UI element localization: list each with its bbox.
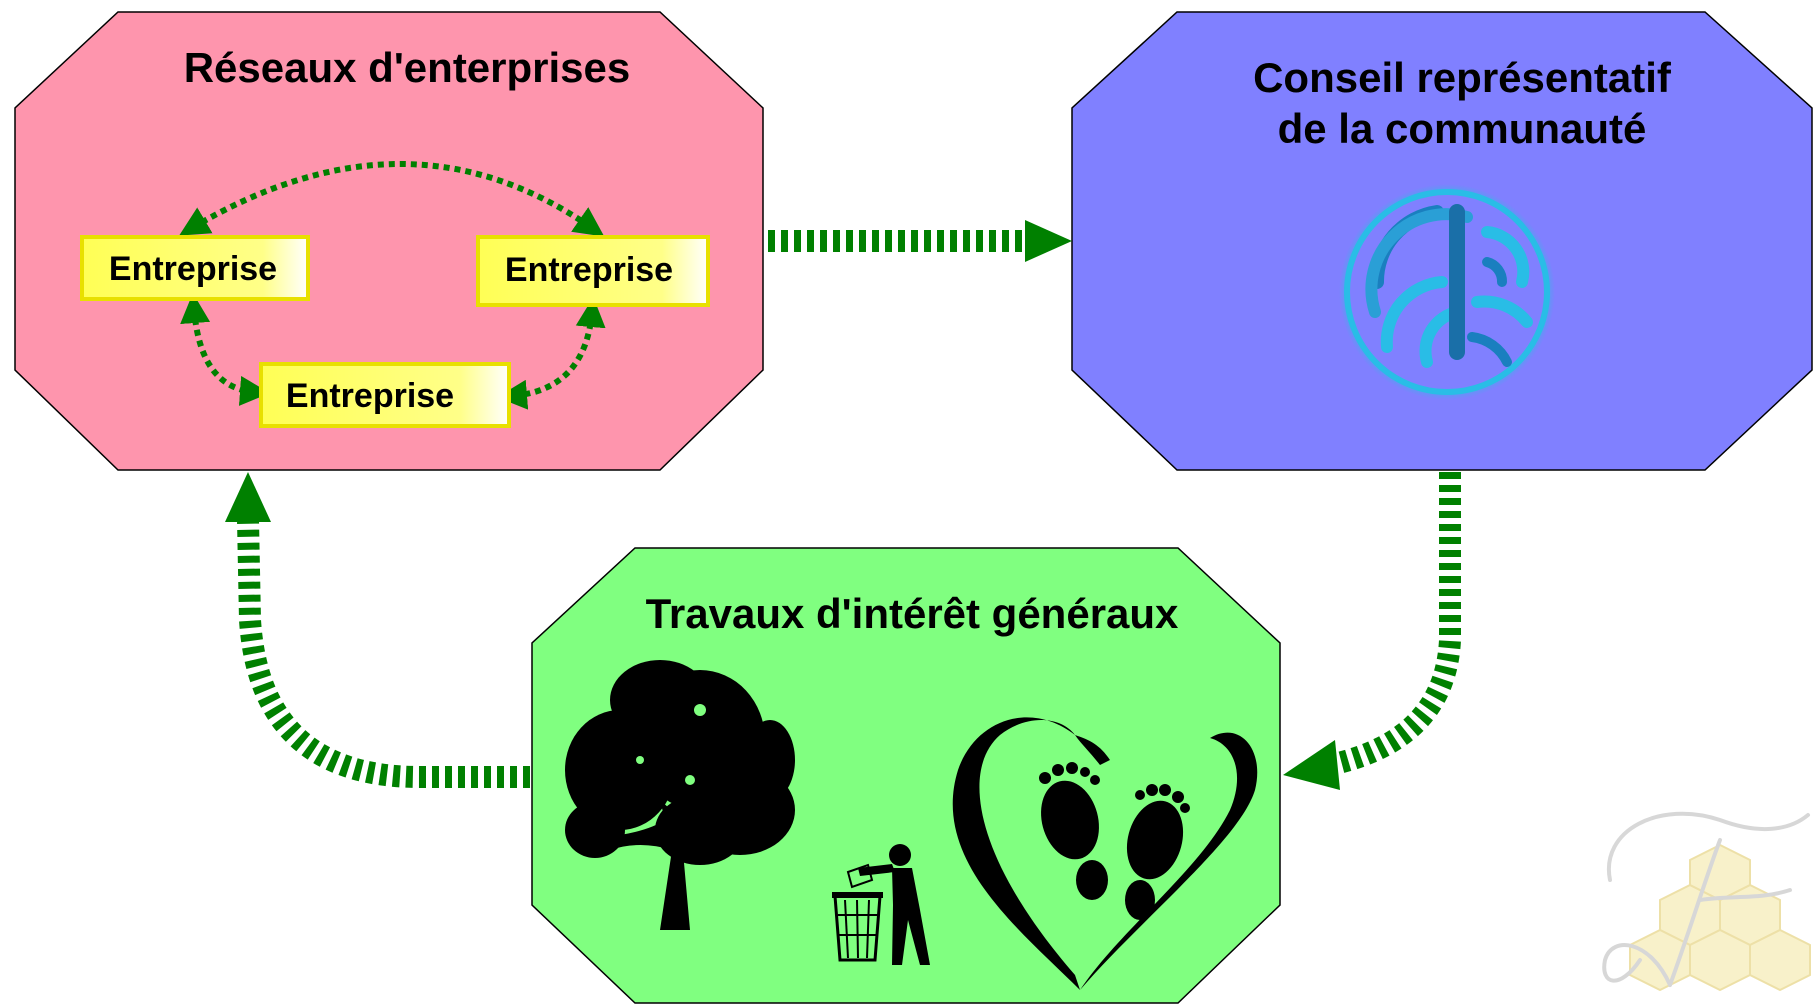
trash-bin-icon xyxy=(832,844,930,965)
enterprise-label: Entreprise xyxy=(109,250,277,288)
node-business-networks: Réseaux d'enterprises Entreprise Entrepr… xyxy=(14,11,764,471)
arrow-networks-to-council xyxy=(768,220,1072,262)
heart-footprints-icon xyxy=(952,717,1258,990)
arrow-works-to-networks xyxy=(225,472,530,788)
arrow-council-to-works xyxy=(1283,472,1461,790)
enterprise-label: Entreprise xyxy=(505,251,673,289)
emblem-icon xyxy=(1332,177,1562,407)
enterprise-box-right: Entreprise xyxy=(476,235,710,307)
connector-right xyxy=(497,297,606,410)
enterprise-box-left: Entreprise xyxy=(80,235,310,301)
node-community-council: Conseil représentatif de la communauté xyxy=(1071,11,1813,471)
node-community-council-title-line1: Conseil représentatif xyxy=(1253,54,1672,101)
logo-watermark-icon xyxy=(1602,811,1811,992)
connector-top-arc xyxy=(179,161,605,237)
node-public-works: Travaux d'intérêt généraux xyxy=(531,547,1281,1004)
node-public-works-title: Travaux d'intérêt généraux xyxy=(646,590,1179,637)
flow-arrows xyxy=(225,220,1461,790)
enterprise-label: Entreprise xyxy=(286,377,454,415)
node-community-council-title-line2: de la communauté xyxy=(1278,105,1647,152)
node-business-networks-title: Réseaux d'enterprises xyxy=(184,44,631,91)
tree-icon xyxy=(565,660,795,930)
enterprise-connectors xyxy=(179,161,606,410)
enterprise-box-bottom: Entreprise xyxy=(259,362,511,428)
node-community-council-shape xyxy=(1071,11,1813,471)
connector-left xyxy=(180,293,270,406)
